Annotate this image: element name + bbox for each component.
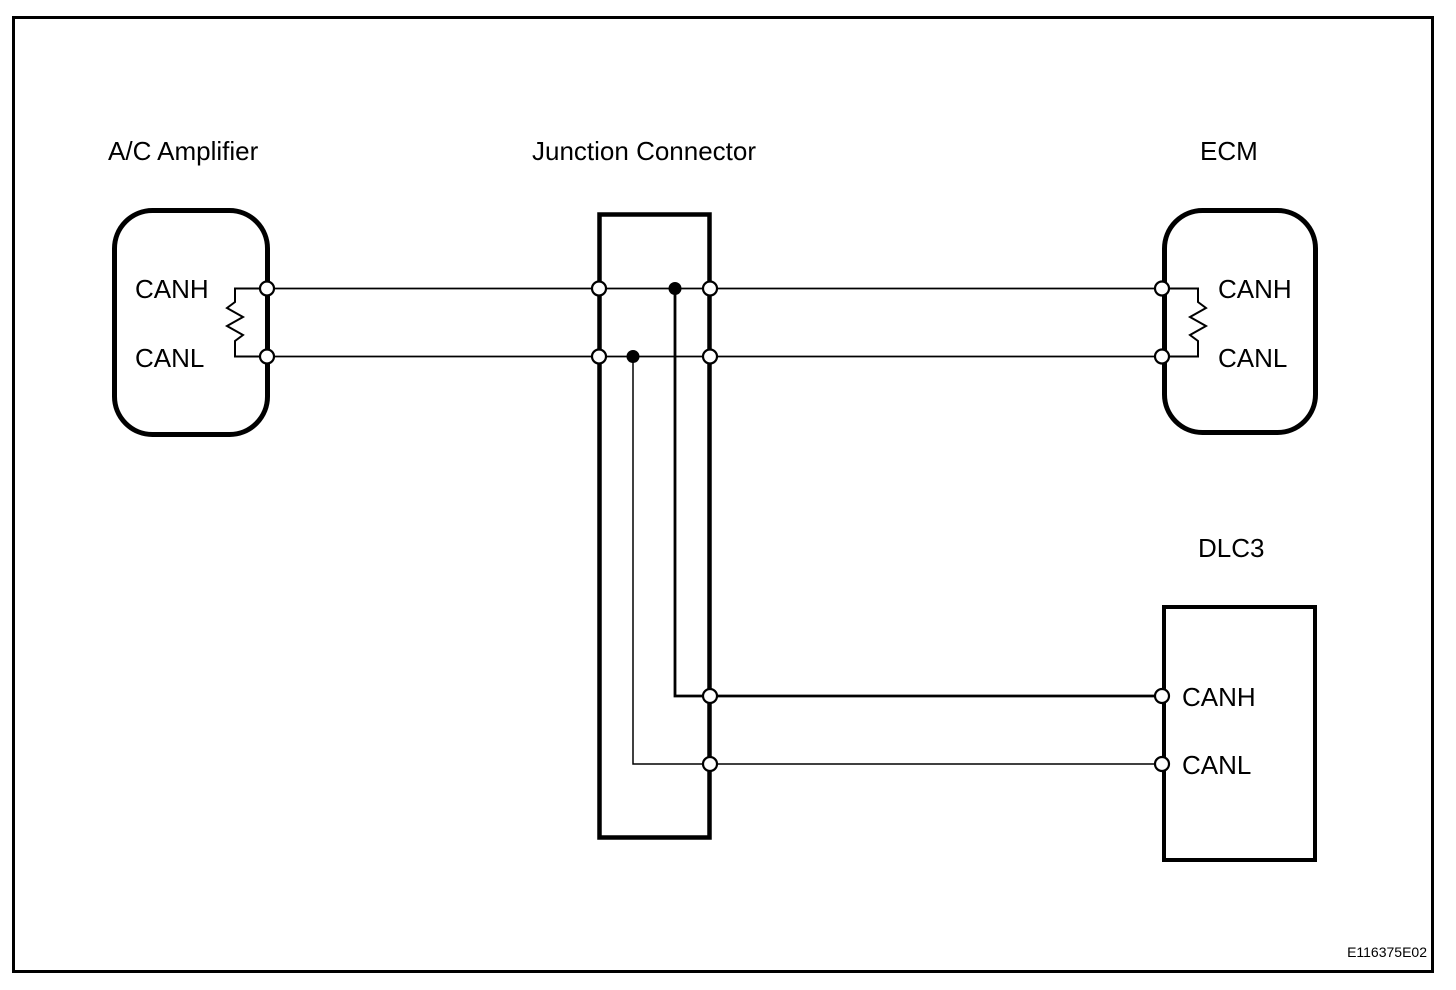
ac-amplifier-title: A/C Amplifier <box>108 136 259 166</box>
junction-connector-box <box>597 212 712 840</box>
dlc3-canh-label: CANH <box>1182 682 1256 712</box>
ac-amplifier-canl-label: CANL <box>135 343 204 373</box>
pin-junction-right-canl <box>701 348 719 365</box>
wire-canl-branch-dlc3 <box>632 356 1162 765</box>
pin-junction-left-canl <box>590 348 608 365</box>
dlc3-box <box>1162 605 1317 862</box>
splice-dot-canh <box>668 282 682 295</box>
pin-junction-right-canh <box>701 280 719 297</box>
pin-junction-dlc3-canh <box>701 687 719 705</box>
dlc3-canl-label: CANL <box>1182 750 1251 780</box>
ecm-canh-label: CANH <box>1218 274 1292 304</box>
ac-amplifier-box <box>112 208 270 437</box>
resistor-ecm <box>1164 287 1209 358</box>
ac-amplifier-canh-label: CANH <box>135 274 209 304</box>
wire-canh-branch-dlc3 <box>673 288 1162 698</box>
pin-ac-amplifier-canh <box>258 280 276 297</box>
ecm-title: ECM <box>1200 136 1258 166</box>
splice-dot-canl <box>626 350 640 363</box>
pin-ac-amplifier-canl <box>258 348 276 365</box>
ecm-box <box>1162 208 1318 435</box>
dlc3-title: DLC3 <box>1198 533 1264 563</box>
pin-junction-left-canh <box>590 280 608 297</box>
pin-junction-dlc3-canl <box>701 755 719 773</box>
junction-connector-title: Junction Connector <box>532 136 756 166</box>
ecm-canl-label: CANL <box>1218 343 1287 373</box>
pin-dlc3-canh <box>1153 687 1171 705</box>
figure-code: E116375E02 <box>1347 944 1427 960</box>
diagram-frame <box>12 16 1434 973</box>
pin-ecm-canh <box>1153 280 1171 297</box>
pin-dlc3-canl <box>1153 755 1171 773</box>
pin-ecm-canl <box>1153 348 1171 365</box>
resistor-ac-amplifier <box>224 287 265 358</box>
